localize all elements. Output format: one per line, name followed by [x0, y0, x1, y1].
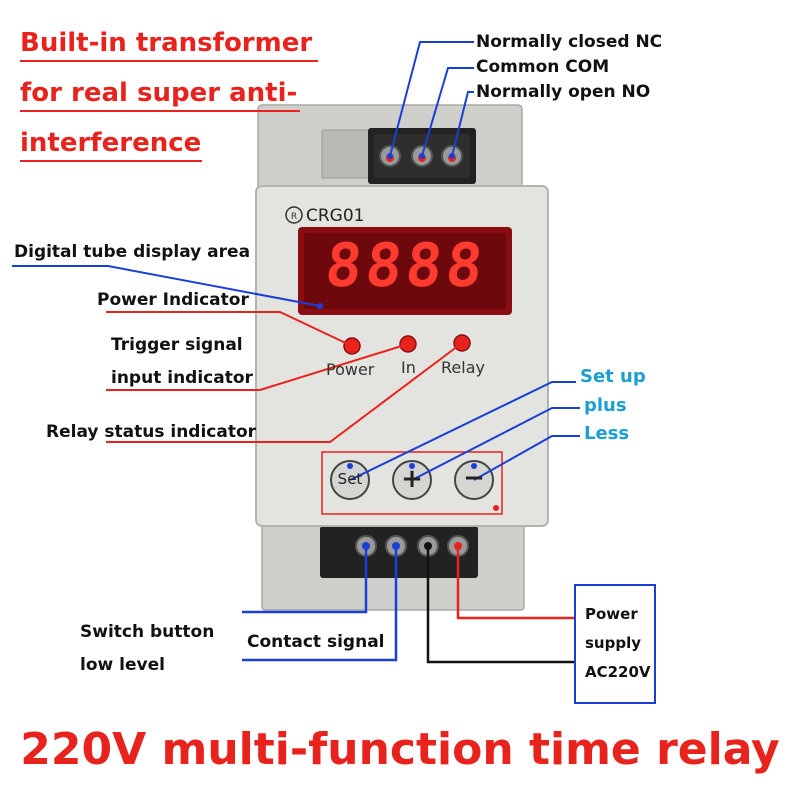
- bottom-terminal-block: [320, 526, 478, 578]
- led-label-power: Power: [326, 360, 375, 379]
- power-supply-line1: Power: [585, 605, 638, 623]
- led-label-in: In: [401, 358, 416, 377]
- headline-underline-3: [20, 160, 202, 162]
- product-title: 220V multi-function time relay: [20, 724, 780, 775]
- label-common: Common COM: [476, 57, 610, 77]
- minus-button-label[interactable]: −: [463, 463, 485, 493]
- svg-text:R: R: [291, 212, 297, 222]
- power-supply-line3: AC220V: [585, 663, 651, 681]
- label-trigger-line1: Trigger signal: [111, 335, 243, 355]
- power-supply-box: Power supply AC220V: [574, 584, 656, 704]
- headline-line-1: Built-in transformer: [20, 28, 313, 58]
- label-switch-line2: low level: [80, 655, 165, 675]
- label-relay-status: Relay status indicator: [46, 422, 257, 442]
- label-power-indicator: Power Indicator: [97, 290, 249, 310]
- label-set-up: Set up: [580, 366, 646, 387]
- led-label-relay: Relay: [441, 358, 485, 377]
- set-button-label[interactable]: Set: [337, 470, 363, 488]
- headline-line-3: interference: [20, 128, 202, 158]
- model-label: CRG01: [306, 206, 365, 226]
- label-contact-signal: Contact signal: [247, 632, 385, 652]
- button-area-outline: [321, 451, 503, 515]
- headline-underline-2: [20, 110, 300, 112]
- label-trigger-line2: input indicator: [111, 368, 253, 388]
- label-switch-line1: Switch button: [80, 622, 215, 642]
- label-normally-open: Normally open NO: [476, 82, 651, 102]
- headline-underline-1: [20, 60, 318, 62]
- display-digits: 8888: [322, 231, 490, 301]
- plus-button-label[interactable]: +: [401, 464, 423, 494]
- label-less: Less: [584, 423, 630, 444]
- brand-logo: [285, 206, 303, 224]
- wiring-bottom: [242, 546, 576, 664]
- headline-line-2: for real super anti-: [20, 78, 298, 108]
- callouts-top: [389, 41, 474, 157]
- power-supply-line2: supply: [585, 634, 642, 652]
- label-plus: plus: [584, 395, 627, 416]
- housing-top-slot: [321, 129, 371, 179]
- callouts-left: [12, 265, 463, 443]
- label-display-area: Digital tube display area: [14, 242, 251, 262]
- label-normally-closed: Normally closed NC: [476, 32, 663, 52]
- callouts-right: [349, 381, 580, 481]
